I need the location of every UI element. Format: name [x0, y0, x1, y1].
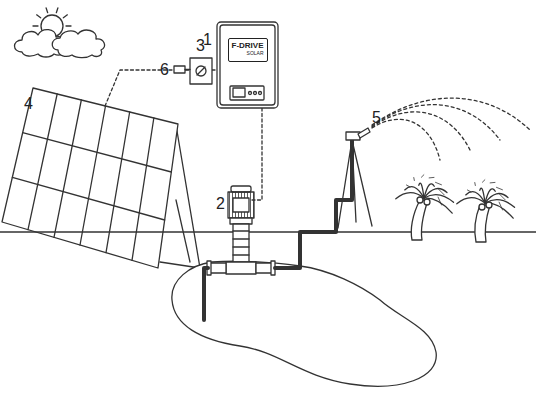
sprinkler — [338, 98, 530, 228]
inlet-pipe — [204, 268, 208, 320]
callout-number: 3 — [196, 38, 205, 54]
pond — [172, 261, 436, 386]
pump — [207, 186, 275, 275]
solar-panel — [2, 88, 200, 268]
callout-number: 4 — [24, 96, 33, 112]
palm-trees — [396, 175, 515, 242]
cloud — [52, 30, 104, 58]
callout-number: 2 — [216, 196, 225, 212]
outlet-pipe — [275, 140, 352, 268]
inverter-housing — [217, 22, 278, 108]
ground-line — [0, 231, 536, 232]
sensor — [174, 66, 190, 73]
callout-number: 6 — [160, 62, 169, 78]
brand-name: F-DRIVE — [232, 41, 264, 50]
wire — [105, 70, 262, 200]
brand-label: F-DRIVESOLAR — [228, 38, 268, 62]
disconnect-switch — [190, 58, 212, 84]
brand-subtitle: SOLAR — [232, 50, 264, 56]
callout-number: 5 — [372, 110, 381, 126]
